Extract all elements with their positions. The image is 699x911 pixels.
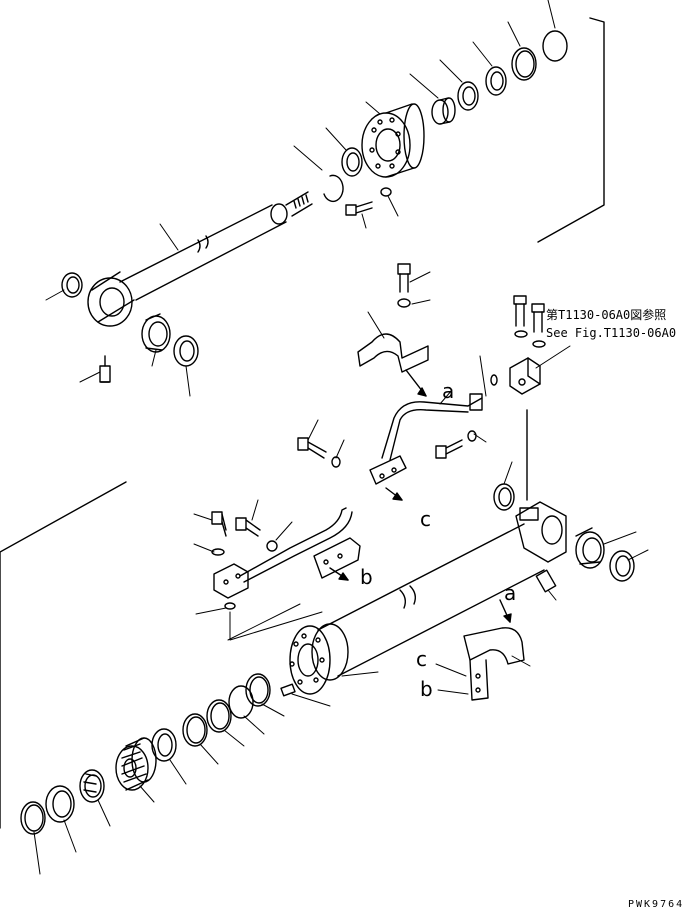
- grease-fitting-lower: [535, 569, 557, 593]
- hose-block: [509, 357, 541, 395]
- rod-packing: [341, 147, 363, 177]
- ring-l3: [206, 699, 232, 733]
- back-up-ring: [511, 47, 537, 81]
- grease-fitting-upper: [99, 355, 111, 383]
- upper-group-bracket: [537, 17, 605, 243]
- leader-lines-mid-top: [367, 271, 431, 339]
- piston-rod: [87, 191, 313, 327]
- o-ring-b: [224, 602, 236, 610]
- view-letter-a-lower: a: [504, 581, 516, 605]
- ring-l4: [182, 713, 208, 747]
- arrow-c: [385, 487, 403, 501]
- tube-dust-seal: [609, 550, 635, 582]
- arrow-a-lower: [499, 599, 512, 623]
- block-bolts: [513, 295, 546, 348]
- leader-lines-b: [193, 499, 323, 641]
- tube-b: [213, 507, 361, 599]
- leader-lines-lower: [33, 671, 379, 875]
- drawing-code: PWK9764: [628, 899, 684, 910]
- head-bolt: [345, 201, 373, 216]
- view-letter-b-lower: b: [420, 677, 433, 701]
- o-ring-block: [490, 374, 498, 386]
- piston: [115, 737, 157, 791]
- pipe-clamp-upper: [357, 333, 429, 373]
- leader-lines-tube: [307, 355, 487, 459]
- reference-english: See Fig.T1130-06A0: [546, 326, 676, 340]
- rod-eye-dust-seal: [173, 335, 199, 367]
- leader-lines-upper: [45, 0, 556, 397]
- clamp-bolt: [397, 263, 411, 293]
- reference-japanese: 第T1130-06A0図参照: [546, 307, 666, 322]
- u-packing: [485, 66, 507, 96]
- lower-group-frame: [0, 481, 127, 829]
- arrow-a-upper: [405, 369, 427, 397]
- tube-bolt-left: [297, 437, 341, 468]
- rod-eye-seal: [61, 272, 83, 298]
- view-letter-a-upper: a: [442, 379, 454, 403]
- ring-l1: [245, 673, 271, 707]
- dust-seal-upper: [542, 30, 568, 62]
- view-letter-c-lower: c: [416, 647, 427, 671]
- head-bushing: [431, 97, 456, 125]
- piston-ring: [79, 769, 105, 803]
- arrow-b: [329, 567, 349, 581]
- clamp-washer: [397, 298, 411, 308]
- tube-b-bolts: [211, 511, 278, 556]
- tube-bolt-right: [435, 430, 477, 459]
- leader-lines-lower-bracket: [435, 655, 531, 695]
- cylinder-head: [361, 103, 425, 178]
- wear-ring: [45, 785, 75, 823]
- buffer-ring: [457, 81, 479, 111]
- tube-c: [369, 393, 483, 485]
- leader-lines-right: [503, 345, 649, 601]
- piston-bolt: [280, 683, 296, 697]
- rod-eye-bushing: [141, 313, 171, 353]
- lower-bracket: [463, 627, 525, 701]
- head-washer: [380, 187, 392, 197]
- back-up-ring-lower: [20, 801, 46, 835]
- cylinder-tube: [289, 501, 567, 695]
- view-letter-b-mid: b: [360, 565, 373, 589]
- tube-o-ring: [493, 483, 515, 511]
- view-letter-c-mid: c: [420, 507, 431, 531]
- snap-ring: [323, 174, 344, 203]
- ring-l2: [228, 685, 254, 719]
- tube-bushing: [575, 527, 605, 569]
